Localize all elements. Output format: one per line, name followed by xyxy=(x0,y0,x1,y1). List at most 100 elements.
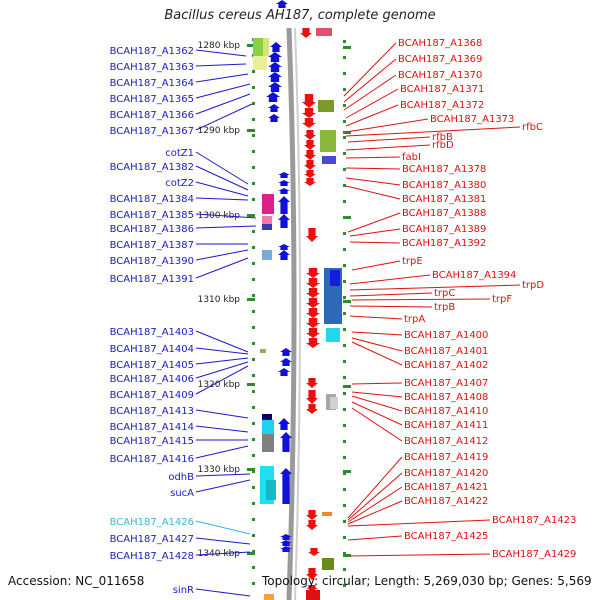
forward-gene-arrow xyxy=(278,188,290,194)
left-leader-line xyxy=(195,103,253,131)
right-leader-line xyxy=(343,42,397,97)
left-gene-label: cotZ2 xyxy=(165,178,194,189)
right-gene-label: BCAH187_A1388 xyxy=(402,208,486,219)
scale-dot xyxy=(252,182,255,185)
right-leader-line xyxy=(349,274,431,285)
scale-label: 1310 kbp xyxy=(198,295,241,305)
reverse-gene-arrow xyxy=(304,150,316,160)
left-leader-line xyxy=(195,347,249,355)
left-leader-line xyxy=(195,249,249,261)
right-gene-label: BCAH187_A1419 xyxy=(404,452,488,463)
scale-tick xyxy=(247,298,255,301)
genome-title: Bacillus cereus AH187, complete genome xyxy=(164,8,436,23)
backbone xyxy=(286,27,301,600)
left-leader-line xyxy=(195,520,251,535)
right-leader-line xyxy=(345,104,399,127)
right-gene-label: BCAH187_A1400 xyxy=(404,330,488,341)
right-gene-label: BCAH187_A1373 xyxy=(430,114,514,125)
left-gene-label: sucA xyxy=(170,488,194,499)
forward-gene-arrow xyxy=(266,92,280,102)
left-gene-label: odhB xyxy=(168,472,194,483)
scale-dot xyxy=(343,88,346,91)
backbone-shadow xyxy=(294,27,301,600)
left-leader-line xyxy=(195,537,251,545)
right-gene-label: BCAH187_A1407 xyxy=(404,378,488,389)
scale-dot xyxy=(252,294,255,297)
reverse-gene-arrow xyxy=(306,308,320,318)
right-leader-line xyxy=(349,315,403,320)
right-leader-line xyxy=(351,391,403,398)
topology-label: Topology: circular; Length: 5,269,030 bp… xyxy=(262,574,592,588)
forward-gene-arrow xyxy=(268,82,282,92)
scale-dot xyxy=(252,70,255,73)
right-gene-label: BCAH187_A1420 xyxy=(404,468,488,479)
scale-dot xyxy=(343,408,346,411)
left-leader-line xyxy=(195,588,251,597)
right-gene-label: fabI xyxy=(402,152,421,163)
left-leader-line xyxy=(195,357,249,365)
reverse-gene-arrow xyxy=(304,170,316,178)
scale-tick xyxy=(343,131,351,134)
reverse-gene-arrow xyxy=(300,28,312,38)
right-leader-line xyxy=(351,401,403,426)
feature-block xyxy=(330,270,340,286)
right-gene-label: BCAH187_A1429 xyxy=(492,549,576,560)
feature-block xyxy=(306,590,320,600)
reverse-gene-arrow xyxy=(306,390,318,404)
feature-block xyxy=(262,194,274,214)
scale-dot xyxy=(252,150,255,153)
right-gene-label: BCAH187_A1411 xyxy=(404,420,488,431)
scale-dot xyxy=(343,520,346,523)
right-leader-line xyxy=(345,167,401,170)
reverse-gene-arrow xyxy=(306,268,320,278)
accession-label: Accession: NC_011658 xyxy=(8,574,145,588)
right-gene-label: BCAH187_A1371 xyxy=(400,84,484,95)
left-leader-line xyxy=(195,73,249,83)
right-leader-line xyxy=(347,212,401,233)
left-gene-label: cotZ1 xyxy=(165,148,194,159)
scale-dot xyxy=(252,86,255,89)
feature-block xyxy=(326,328,340,342)
scale-dot xyxy=(252,102,255,105)
right-gene-label: trpC xyxy=(434,288,455,299)
forward-gene-arrow xyxy=(280,534,292,540)
scale-dot xyxy=(343,376,346,379)
scale-dot xyxy=(252,342,255,345)
forward-gene-arrow xyxy=(278,196,290,214)
right-leader-line xyxy=(347,486,403,523)
reverse-gene-arrow xyxy=(304,160,316,170)
right-leader-line xyxy=(351,407,403,442)
feature-block xyxy=(262,420,274,434)
left-gene-label: BCAH187_A1365 xyxy=(110,94,194,105)
left-leader-line xyxy=(195,225,257,229)
forward-gene-arrow xyxy=(278,368,290,376)
right-leader-line xyxy=(343,58,397,103)
right-gene-label: trpD xyxy=(522,280,544,291)
scale-dot xyxy=(343,104,346,107)
reverse-gene-arrow xyxy=(306,288,320,298)
right-leader-line xyxy=(347,535,403,541)
left-gene-label: BCAH187_A1413 xyxy=(110,406,194,417)
scale-dot xyxy=(252,278,255,281)
right-leader-line xyxy=(349,292,433,297)
right-gene-label: trpB xyxy=(434,302,455,313)
feature-block xyxy=(262,216,272,226)
scale-dot xyxy=(252,534,255,537)
right-gene-label: BCAH187_A1401 xyxy=(404,346,488,357)
reverse-gene-arrow xyxy=(302,118,316,128)
scale-dot xyxy=(252,198,255,201)
forward-gene-arrow xyxy=(280,546,292,552)
scale-dot xyxy=(343,488,346,491)
scale-label: 1280 kbp xyxy=(198,41,241,51)
left-gene-label: BCAH187_A1364 xyxy=(110,78,194,89)
right-gene-label: BCAH187_A1378 xyxy=(402,164,486,175)
right-leader-line xyxy=(347,136,431,143)
left-leader-line xyxy=(195,330,249,353)
left-gene-label: BCAH187_A1387 xyxy=(110,240,194,251)
forward-gene-arrow xyxy=(270,42,282,52)
scale-dot xyxy=(343,168,346,171)
feature-block xyxy=(322,512,332,516)
scale-dot xyxy=(343,344,346,347)
right-leader-line xyxy=(345,156,401,159)
feature-block xyxy=(253,38,263,56)
